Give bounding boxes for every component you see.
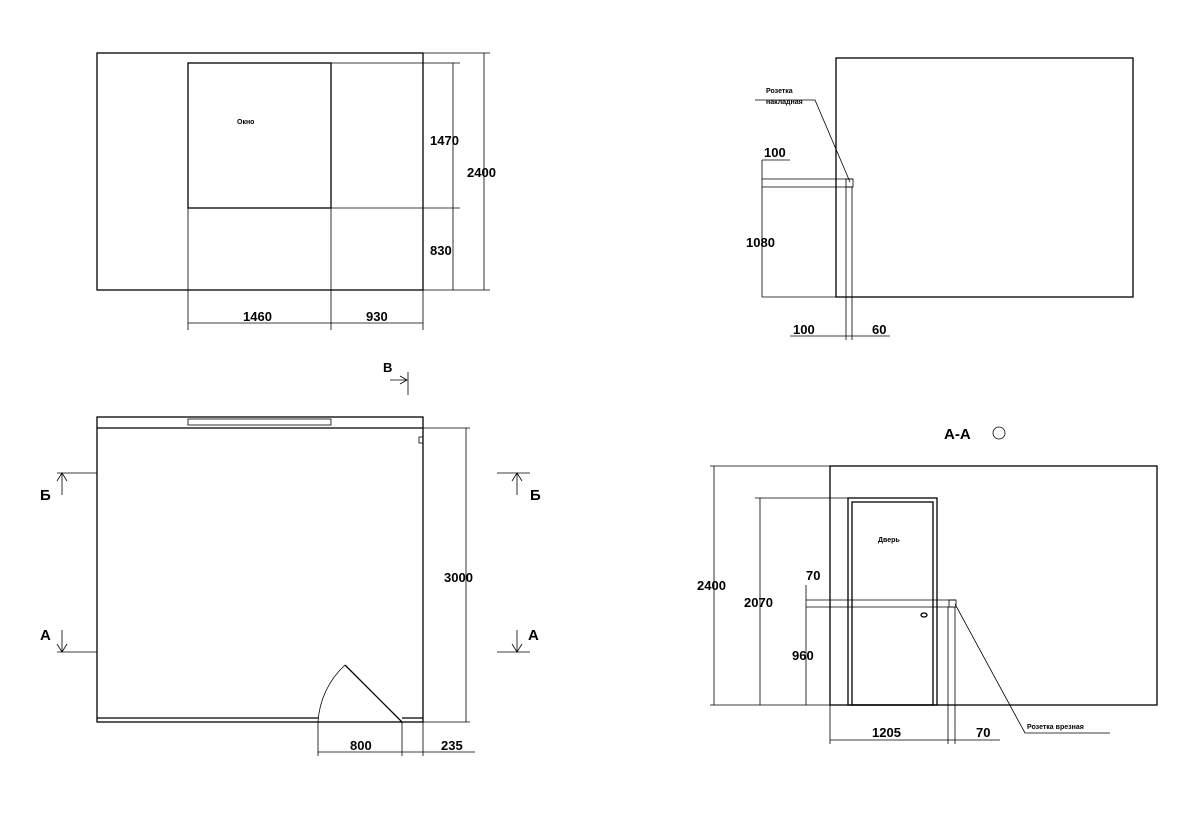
dim-socket-size: 100 (764, 145, 786, 160)
section-a-right: А (528, 627, 539, 644)
view-marker-v: В (383, 360, 392, 375)
section-a-left: А (40, 627, 51, 644)
wall-outline (829, 465, 1158, 706)
window-in-plan (187, 418, 332, 426)
dim-right-offset: 930 (366, 309, 388, 324)
dim-door-height: 2070 (744, 595, 773, 610)
dim-depth: 60 (872, 322, 886, 337)
door-swing-arc (317, 664, 346, 723)
dim-socket-height: 1080 (746, 235, 775, 250)
dim-socket-size: 70 (806, 568, 820, 583)
dim-socket-width: 70 (976, 725, 990, 740)
dim-wall-height: 2400 (697, 578, 726, 593)
flush-socket (948, 599, 957, 608)
room-outline (96, 416, 424, 723)
side-view: Розетка накладная 100 1080 100 60 (746, 57, 1134, 340)
section-b-left: Б (40, 487, 51, 504)
socket-label-line1: Розетка (766, 88, 793, 95)
dim-sill-height: 830 (430, 243, 452, 258)
window-outline (187, 62, 332, 209)
dim-offset: 100 (793, 322, 815, 337)
socket-label: Розетка врезная (1027, 724, 1084, 731)
section-aa-view: А-А Дверь Розетка врезная 2400 2070 70 9… (697, 426, 1158, 744)
dim-window-width: 1460 (243, 309, 272, 324)
door-label: Дверь (878, 537, 900, 544)
socket-label-line2: накладная (766, 99, 803, 106)
dim-window-height: 1470 (430, 133, 459, 148)
plan-view: В Б Б А А 3000 800 235 (40, 360, 541, 756)
wall-outline (835, 57, 1134, 298)
section-b-right: Б (530, 487, 541, 504)
window-label: Окно (237, 119, 254, 126)
door-leaf (344, 664, 403, 723)
facade-view: Окно 1470 830 2400 1460 930 (96, 52, 496, 330)
plan-socket (418, 436, 424, 444)
door-handle-icon (920, 612, 928, 618)
dim-door-to-socket: 1205 (872, 725, 901, 740)
dim-socket-height: 960 (792, 648, 814, 663)
rotation-icon (992, 426, 1006, 440)
section-title: А-А (944, 426, 971, 443)
dim-wall-height: 2400 (467, 165, 496, 180)
door-leaf (851, 501, 934, 706)
dim-door-width: 800 (350, 738, 372, 753)
dim-room-length: 3000 (444, 570, 473, 585)
door-frame (847, 497, 938, 706)
dim-door-offset: 235 (441, 738, 463, 753)
wall-outline (96, 52, 424, 291)
